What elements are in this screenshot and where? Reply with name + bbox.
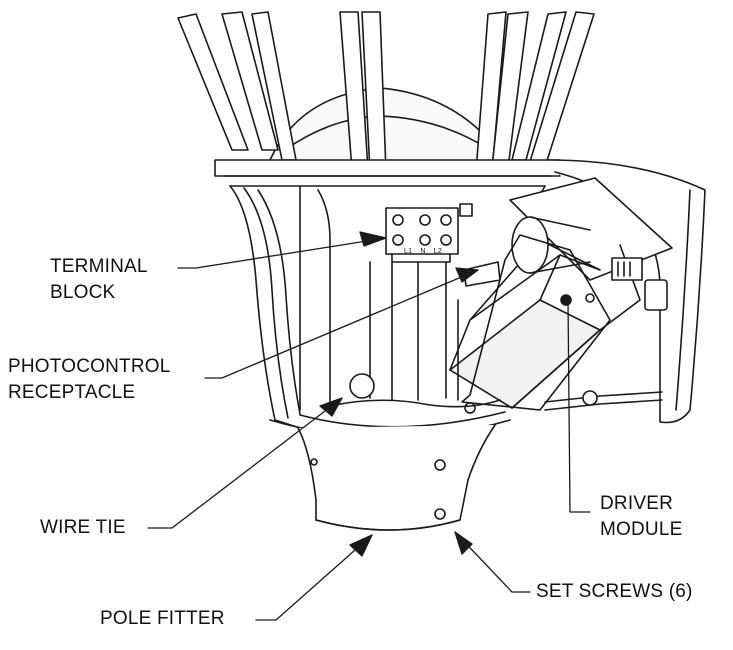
leader-photocontrol (204, 269, 479, 379)
leader-lines (147, 231, 591, 621)
label-pole-fitter: POLE FITTER (100, 606, 225, 632)
label-driver-module: DRIVER MODULE (600, 491, 683, 543)
label-terminal-block-line1: TERMINAL (50, 256, 148, 277)
label-set-screws: SET SCREWS (6) (536, 579, 693, 605)
leader-set-screws (454, 531, 531, 593)
terminal-markings: L1 N L2 (404, 248, 442, 256)
wire-tie-shape (329, 373, 501, 414)
label-wire-tie-text: WIRE TIE (40, 517, 126, 538)
label-driver-module-line2: MODULE (600, 519, 683, 540)
label-driver-module-line1: DRIVER (600, 493, 673, 514)
set-screw-rod (544, 390, 663, 411)
label-wire-tie: WIRE TIE (40, 515, 126, 541)
terminal-mark-n: N (420, 248, 426, 255)
arrow-photocontrol (455, 267, 479, 283)
arrow-wire-tie (319, 397, 343, 417)
pole-fitter-shape (297, 424, 496, 531)
label-pole-fitter-text: POLE FITTER (100, 608, 225, 629)
label-photocontrol-line2: RECEPTACLE (8, 382, 136, 403)
arrow-set-screws (454, 531, 473, 555)
arrow-pole-fitter (349, 534, 373, 557)
terminal-mark-l2: L2 (433, 248, 442, 255)
label-photocontrol-line1: PHOTOCONTROL (8, 356, 171, 377)
label-set-screws-text: SET SCREWS (6) (536, 581, 693, 602)
dome-cage (177, 11, 595, 173)
terminal-block-shape (385, 203, 473, 263)
terminal-mark-l1: L1 (404, 248, 413, 255)
leader-pole-fitter (255, 534, 373, 621)
leader-wire-tie (147, 397, 343, 529)
upper-rim (214, 159, 561, 187)
leader-driver-module (567, 299, 591, 513)
arrow-terminal-block (359, 231, 387, 247)
leader-terminal-block (177, 237, 387, 269)
photocontrol-receptacle-shape (369, 261, 501, 401)
driver-module-shape (449, 177, 673, 411)
label-terminal-block: TERMINAL BLOCK (50, 254, 148, 306)
label-photocontrol-receptacle: PHOTOCONTROL RECEPTACLE (8, 354, 171, 406)
label-terminal-block-line2: BLOCK (50, 282, 116, 303)
